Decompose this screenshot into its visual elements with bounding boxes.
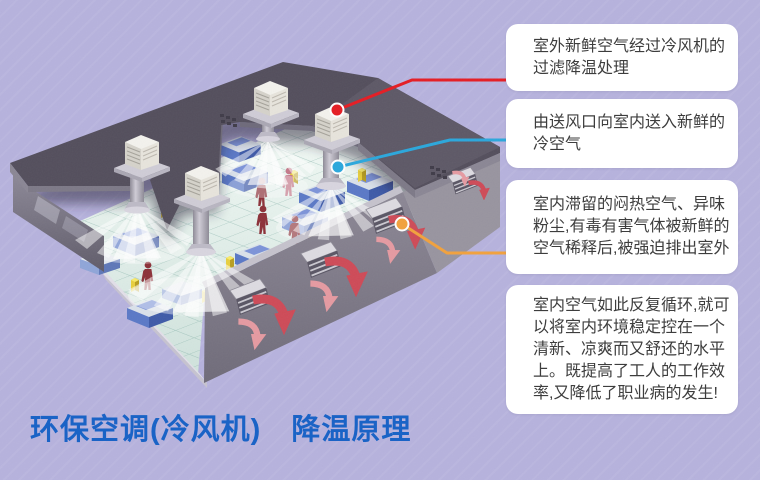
page-title: 环保空调(冷风机) 降温原理: [30, 414, 412, 446]
callout-box-fresh-air: 室外新鲜空气经过冷风机的过滤降温处理: [506, 24, 738, 91]
callout-box-circulation: 室内空气如此反复循环,就可以将室内环境稳定控在一个清新、凉爽而又舒还的水平上。既…: [506, 285, 738, 414]
callout-box-exhaust: 室内滞留的闷热空气、异味粉尘,有毒有害气体被新鲜的空气稀释后,被强迫排出室外: [506, 180, 738, 274]
callout-box-supply: 由送风口向室内送入新鲜的冷空气: [506, 99, 738, 168]
